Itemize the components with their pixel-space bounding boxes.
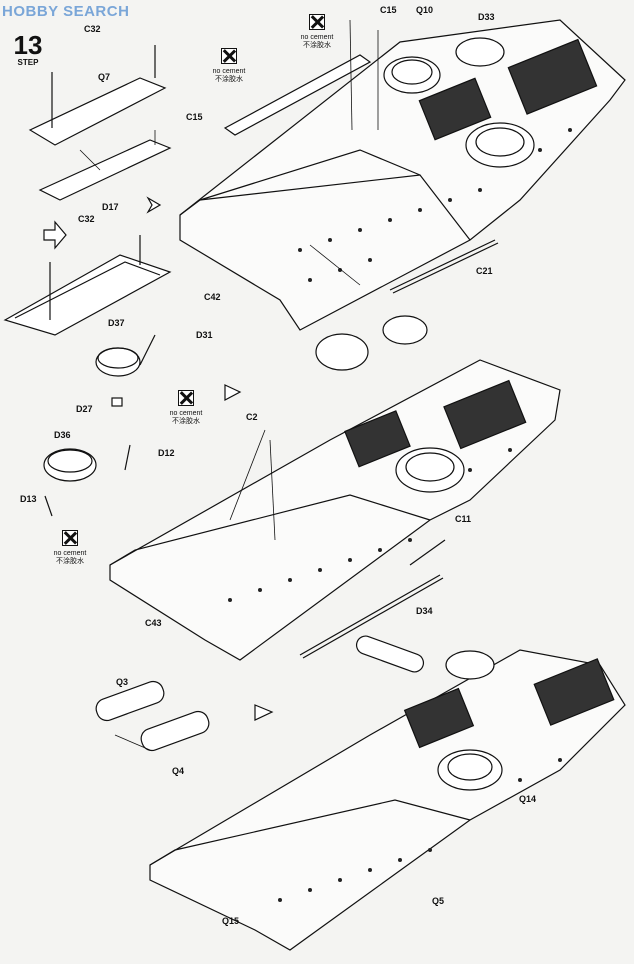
no-cement-icon bbox=[62, 530, 78, 546]
part-label-q5: Q5 bbox=[432, 896, 445, 906]
part-label-c15: C15 bbox=[186, 112, 203, 122]
hatch-parts bbox=[43, 334, 156, 517]
part-label-q3: Q3 bbox=[116, 677, 129, 687]
no-cement-icon bbox=[221, 48, 237, 64]
subassembly-c32 bbox=[3, 235, 172, 336]
part-label-c42: C42 bbox=[204, 292, 221, 302]
part-label-q10: Q10 bbox=[416, 5, 434, 15]
cylinder-parts bbox=[95, 680, 210, 752]
part-label-c43: C43 bbox=[145, 618, 162, 628]
part-label-d34: D34 bbox=[416, 606, 433, 616]
step-badge: 13 STEP bbox=[8, 30, 48, 70]
watermark-logo: HOBBY SEARCH bbox=[2, 3, 130, 20]
part-label-d33: D33 bbox=[478, 12, 495, 22]
part-label-c11: C11 bbox=[455, 514, 472, 524]
hull-middle-view bbox=[109, 315, 561, 661]
subassembly-q7-d17 bbox=[28, 45, 172, 201]
part-label-d13: D13 bbox=[20, 494, 37, 504]
part-label-q4: Q4 bbox=[172, 766, 185, 776]
part-label-c15: C15 bbox=[380, 5, 397, 15]
part-label-d31: D31 bbox=[196, 330, 213, 340]
no-cement-icon bbox=[309, 14, 325, 30]
part-label-d37: D37 bbox=[108, 318, 125, 328]
step-number: 13 bbox=[13, 30, 43, 60]
part-label-q15: Q15 bbox=[222, 916, 240, 926]
hull-bottom-view bbox=[149, 635, 626, 951]
part-label-q14: Q14 bbox=[519, 794, 537, 804]
part-label-c32: C32 bbox=[78, 214, 95, 224]
part-label-c21: C21 bbox=[476, 266, 493, 276]
part-label-c32: C32 bbox=[84, 24, 101, 34]
hull-top-view bbox=[179, 19, 626, 331]
part-label-d27: D27 bbox=[76, 404, 93, 414]
part-label-d12: D12 bbox=[158, 448, 175, 458]
part-label-q7: Q7 bbox=[98, 72, 111, 82]
part-label-d36: D36 bbox=[54, 430, 71, 440]
no-cement-icon bbox=[178, 390, 194, 406]
part-label-c2: C2 bbox=[246, 412, 258, 422]
step-word: STEP bbox=[17, 58, 39, 67]
part-label-d17: D17 bbox=[102, 202, 119, 212]
